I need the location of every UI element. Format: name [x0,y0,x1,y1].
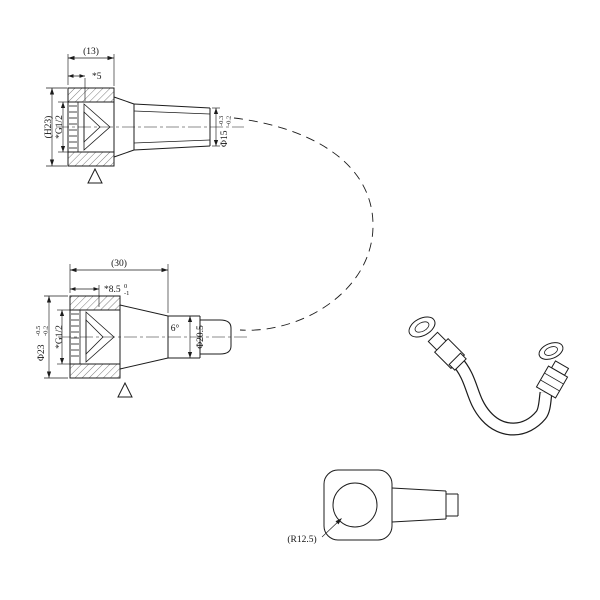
dia23-tol-upper: -0.5 [35,326,42,336]
section-hatch-top [67,87,115,103]
dim-depth-85: *8.5 0 -1 [70,283,129,307]
hose-route-dashed-path [233,117,374,331]
dim-label-30: (30) [111,258,127,269]
dim-outer-dia-23: Φ23 -0.5 -0.2 [35,295,68,379]
internal-thread [69,102,79,152]
gasket-washer-top [408,316,436,338]
valve-cone-inner [83,111,101,143]
hose-3d-view [408,316,570,436]
dim-tip-dia-15: Φ15 -0.3 -0.2 [212,107,233,147]
surface-finish-triangle [87,167,103,184]
section-hatch-bottom [67,151,115,167]
dim-label-13: (13) [83,46,99,57]
dim-length-30: (30) [69,258,169,313]
tube-bottom [133,145,211,151]
tube-bore-bottom [133,139,211,144]
elbow-port-circle [332,482,378,528]
dim-thread-mid: *G1/2 [55,309,70,365]
dia15-label: Φ15 [220,130,230,147]
radius-callout: (R12.5) [287,518,342,545]
dim-label-85: *8.5 [104,285,121,295]
dim-tip-dia-205: Φ20.5 [187,316,206,358]
dim-label-h23: (H23) [43,116,54,139]
surface-finish-triangle [117,381,133,398]
gasket-washer-right [538,342,564,360]
hose-top-fitting [427,331,467,371]
thread-label-mid: *G1/2 [55,325,65,349]
section-hatch-top [69,295,121,311]
thread-label-top: *G1/2 [55,115,65,139]
radius-label: (R12.5) [287,534,316,545]
taper-bottom [119,357,169,370]
elbow-body [323,469,393,541]
dim-thread-top: *G1/2 [55,101,69,153]
dim-85-tol-lower: -1 [124,290,129,297]
top-connector-section-view: (13) *5 (H23) [43,46,244,184]
dia23-label: Φ23 [37,344,47,361]
hose-body-fill [451,356,552,435]
shoulder-bottom [113,149,135,158]
tube-top [133,103,211,109]
dia15-tol-lower: -0.2 [226,116,233,126]
dim-label-5: *5 [92,72,102,82]
section-hatch-bottom [69,363,121,379]
dia23-tol-lower: -0.2 [43,326,50,336]
dia15-tol-upper: -0.3 [218,116,225,126]
taper-angle-label: 6° [171,323,180,334]
pipe-bottom [391,518,447,523]
middle-connector-section-view: (30) *8.5 0 -1 Φ23 -0.5 -0.2 [35,258,248,398]
dim-depth-5: *5 [68,72,102,101]
valve-cone-inner [85,319,104,355]
hose-end-nut [535,360,570,399]
dim-height-h23: (H23) [43,87,67,167]
elbow-connector-view: (R12.5) [287,469,459,545]
internal-thread [71,310,81,364]
dim-85-tol-upper: 0 [124,283,127,290]
taper-top [119,304,169,317]
dia205-label: Φ20.5 [196,325,206,349]
tube-bore-top [133,110,211,115]
pipe-top [391,487,447,492]
shoulder-top [113,96,135,105]
dim-length-13: (13) [67,46,115,86]
end-cap [200,319,232,355]
